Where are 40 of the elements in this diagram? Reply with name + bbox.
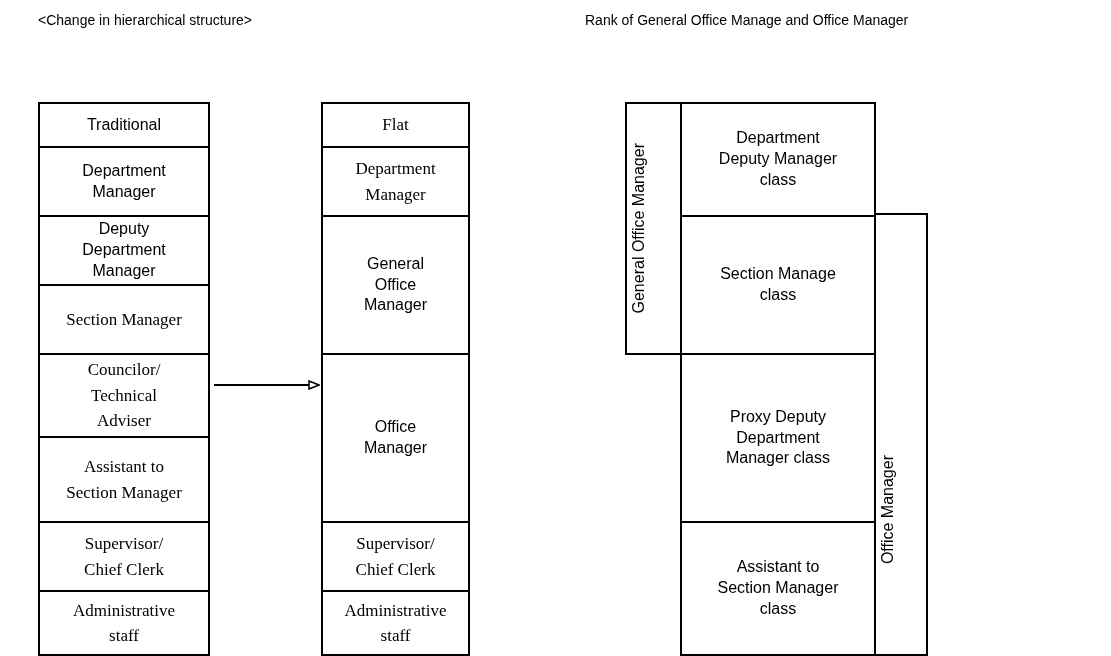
rank-cell — [321, 146, 470, 217]
rank-title: Councilor/ Technical Adviser — [86, 359, 162, 433]
rank-title: Administrative staff — [72, 599, 176, 647]
rank-title: Assistant to Section Manager — [65, 456, 183, 504]
rank-title: Flat — [382, 114, 409, 137]
heading: Rank of General Office Manage and Office Manager — [585, 12, 909, 28]
rank-bracket — [874, 213, 928, 656]
rank-title: General Office Manager — [629, 143, 648, 314]
rank-cell — [38, 521, 210, 592]
rank-title: Proxy Deputy Department Manager class — [724, 406, 831, 469]
rank-cell — [38, 436, 210, 523]
heading: <Change in hierarchical structure> — [38, 12, 252, 28]
rank-title: General Office Manager — [362, 253, 429, 316]
rank-title: Department Manager — [354, 158, 437, 206]
rank-title: Traditional — [86, 114, 162, 135]
rank-cell — [38, 146, 210, 217]
rank-cell — [321, 215, 470, 355]
rank-title: Office Manager — [878, 454, 897, 565]
rank-title: Supervisor/ Chief Clerk — [354, 533, 437, 581]
rank-bracket — [625, 102, 682, 355]
rank-cell — [38, 590, 210, 656]
rank-title: Deputy Department Manager — [81, 219, 167, 281]
rank-title: Administrative staff — [344, 599, 447, 647]
rank-title: Department Deputy Manager class — [717, 128, 839, 190]
rank-title: Supervisor/ Chief Clerk — [83, 533, 165, 581]
rank-cell — [321, 521, 470, 592]
rank-title: Department Manager — [81, 160, 167, 202]
rank-title: Assistant to Section Manager class — [716, 557, 840, 619]
rank-cell — [38, 284, 210, 355]
rank-cell — [38, 353, 210, 438]
rank-cell — [321, 102, 470, 148]
rank-cell — [321, 590, 470, 656]
rank-title: Section Manager — [66, 308, 182, 331]
rank-cell — [680, 521, 876, 656]
rank-title: Office Manager — [362, 417, 429, 458]
rank-cell — [38, 102, 210, 148]
rank-title: Section Manage class — [719, 264, 837, 305]
rank-cell — [38, 215, 210, 286]
arrow — [213, 380, 320, 390]
rank-cell — [321, 353, 470, 523]
